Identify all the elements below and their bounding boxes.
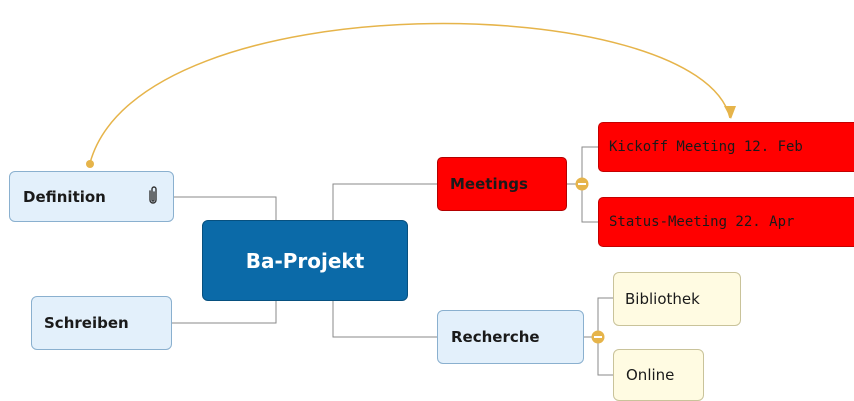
connector-schreiben bbox=[172, 301, 277, 324]
connector-status bbox=[581, 184, 598, 223]
topic-schreiben[interactable]: Schreiben bbox=[31, 296, 172, 350]
topic-meetings[interactable]: Meetings bbox=[437, 157, 567, 211]
subtopic-bibliothek-label: Bibliothek bbox=[625, 290, 700, 308]
subtopic-kickoff-label: Kickoff Meeting 12. Feb bbox=[609, 139, 803, 155]
topic-recherche-label: Recherche bbox=[451, 328, 540, 346]
collapse-toggle-icon[interactable] bbox=[591, 330, 605, 344]
collapse-toggle-icon[interactable] bbox=[575, 177, 589, 191]
subtopic-kickoff-meeting[interactable]: Kickoff Meeting 12. Feb bbox=[598, 122, 854, 172]
topic-recherche[interactable]: Recherche bbox=[437, 310, 584, 364]
connector-online bbox=[597, 337, 613, 376]
connector-kickoff bbox=[581, 146, 598, 184]
topic-definition[interactable]: Definition bbox=[9, 171, 174, 222]
topic-definition-label: Definition bbox=[23, 187, 106, 206]
central-topic-label: Ba-Projekt bbox=[245, 248, 365, 273]
topic-meetings-label: Meetings bbox=[450, 175, 528, 193]
connector-definition bbox=[174, 196, 277, 220]
connector-recherche bbox=[332, 301, 437, 338]
subtopic-online[interactable]: Online bbox=[613, 349, 704, 401]
relationship-arc[interactable] bbox=[89, 22, 731, 164]
subtopic-bibliothek[interactable]: Bibliothek bbox=[613, 272, 741, 326]
subtopic-online-label: Online bbox=[626, 366, 675, 384]
topic-schreiben-label: Schreiben bbox=[44, 314, 129, 332]
subtopic-status-label: Status-Meeting 22. Apr bbox=[609, 214, 795, 230]
central-topic[interactable]: Ba-Projekt bbox=[202, 220, 408, 301]
relationship-start-dot bbox=[86, 160, 94, 168]
connector-meetings bbox=[332, 183, 437, 220]
paperclip-icon[interactable] bbox=[144, 185, 162, 207]
subtopic-status-meeting[interactable]: Status-Meeting 22. Apr bbox=[598, 197, 854, 247]
connector-bibliothek bbox=[597, 297, 613, 337]
relationship-arrowhead bbox=[724, 106, 736, 119]
